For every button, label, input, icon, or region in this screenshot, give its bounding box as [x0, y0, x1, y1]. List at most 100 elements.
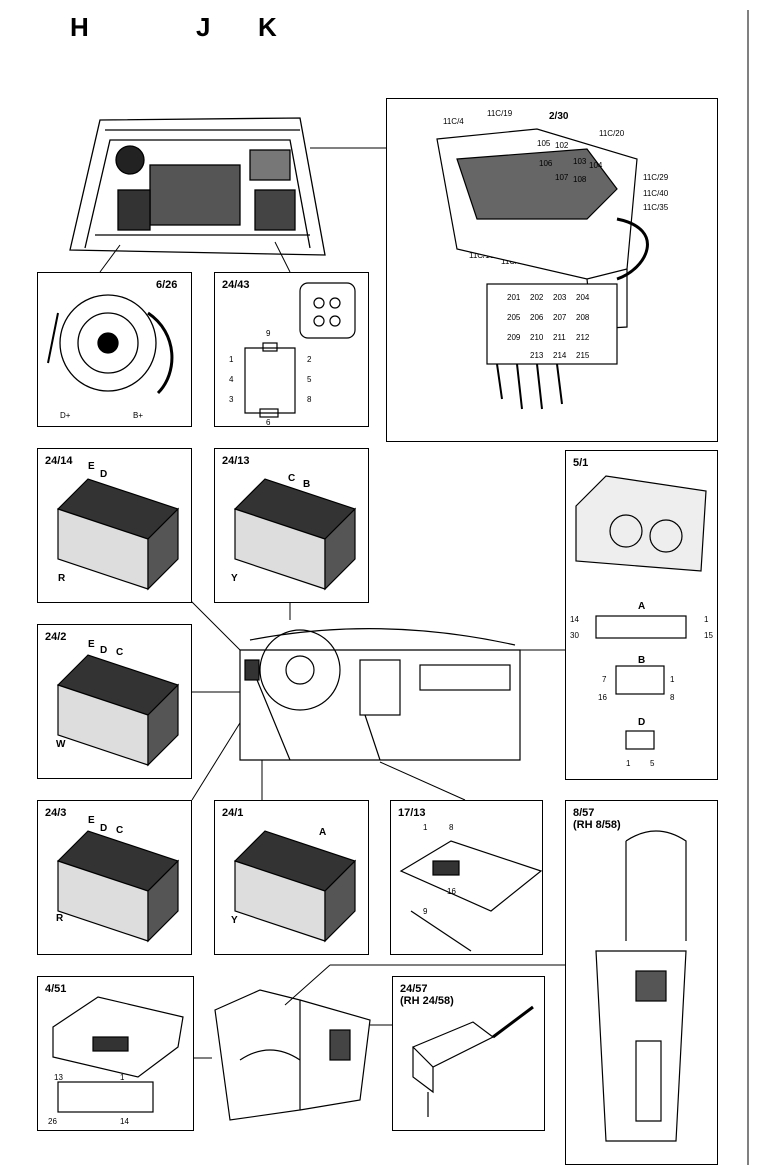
column-label-h: H	[70, 12, 89, 42]
pin-9: 9	[423, 907, 428, 916]
panel-label: 24/57 (RH 24/58)	[400, 983, 454, 1007]
relay-202: 202	[530, 293, 544, 302]
connector-a-label: A	[638, 601, 646, 612]
relay-203: 203	[553, 293, 567, 302]
pin-16: 16	[447, 887, 456, 896]
alternator-illustration	[47, 294, 174, 395]
relay-212: 212	[576, 333, 590, 342]
letter-d: D	[100, 645, 108, 656]
callout-11c19: 11C/19	[487, 109, 513, 118]
relay-210: 210	[530, 333, 544, 342]
relay-106: 106	[539, 159, 553, 168]
pin-b-plus: B+	[133, 411, 144, 420]
panel-label: 24/43	[222, 279, 250, 291]
letter-a: A	[319, 827, 327, 838]
panel-label: 8/57 (RH 8/58)	[573, 807, 621, 831]
panel-label: 5/1	[573, 457, 589, 469]
pin-4: 4	[229, 375, 234, 384]
wire-color: Y	[231, 915, 238, 926]
panel-24-13: 24/13 C B Y	[214, 448, 369, 603]
pin-26: 26	[48, 1117, 57, 1126]
panel-24-14: 24/14 E D R	[37, 448, 192, 603]
relay-211: 211	[553, 333, 566, 342]
panel-24-3: 24/3 E D C R	[37, 800, 192, 955]
diagnostic-socket-illustration	[399, 840, 543, 952]
relay-107: 107	[555, 173, 569, 182]
relay-108: 108	[573, 175, 587, 184]
connector-block-illustration	[233, 478, 357, 591]
connector-block-illustration	[56, 654, 180, 767]
pin-8: 8	[307, 395, 312, 404]
letter-e: E	[88, 461, 95, 472]
panel-24-57: 24/57 (RH 24/58)	[392, 976, 545, 1131]
callout-11c20: 11C/20	[599, 129, 625, 138]
panel-label: 17/13	[398, 807, 426, 819]
letter-c: C	[116, 825, 124, 836]
letter-b: B	[303, 479, 311, 490]
panel-8-57: 8/57 (RH 8/58)	[565, 800, 718, 1165]
pin-d-plus: D+	[60, 411, 71, 420]
callout-11c40: 11C/40	[643, 189, 669, 198]
pin-16: 16	[598, 693, 607, 702]
pin-1: 1	[229, 355, 234, 364]
letter-c: C	[116, 647, 124, 658]
column-label-k: K	[258, 12, 277, 42]
relay-214: 214	[553, 351, 567, 360]
relay-205: 205	[507, 313, 521, 322]
pin-1: 1	[120, 1073, 125, 1082]
pin-8: 8	[449, 823, 454, 832]
panel-5-1: 5/1 A 14 1 30 15 B 7 1 16 8 D 1 5	[565, 450, 718, 780]
relay-209: 209	[507, 333, 521, 342]
instrument-cluster-illustration	[575, 475, 707, 750]
column-label-j: J	[196, 12, 211, 42]
pin-8: 8	[670, 693, 675, 702]
pin-9: 9	[266, 329, 271, 338]
connector-block-illustration	[56, 478, 180, 591]
panel-6-26: 6/26 D+ B+	[37, 272, 192, 427]
letter-d: D	[100, 469, 108, 480]
fusebox-illustration	[436, 128, 649, 410]
panel-17-13: 17/13 1 8 16 9	[390, 800, 543, 955]
fusebox-label: 2/30	[549, 111, 569, 122]
relay-103: 103	[573, 157, 587, 166]
belt-tensioner-illustration	[595, 830, 687, 1142]
pin-1: 1	[626, 759, 631, 768]
connector-24-43-illustration	[244, 282, 356, 418]
callout-11c29: 11C/29	[643, 173, 669, 182]
panel-label: 24/13	[222, 455, 250, 467]
wire-color: R	[58, 573, 66, 584]
pin-7: 7	[602, 675, 607, 684]
pin-1: 1	[423, 823, 428, 832]
letter-c: C	[288, 473, 296, 484]
pin-13: 13	[54, 1073, 63, 1082]
letter-e: E	[88, 815, 95, 826]
relay-102: 102	[555, 141, 569, 150]
relay-213: 213	[530, 351, 544, 360]
callout-11c35: 11C/35	[643, 203, 669, 212]
panel-label: 24/3	[45, 807, 67, 819]
wire-color: W	[56, 739, 66, 750]
pin-30: 30	[570, 631, 579, 640]
relay-105: 105	[537, 139, 551, 148]
callout-11c4: 11C/4	[443, 117, 464, 126]
wire-color: Y	[231, 573, 238, 584]
panel-4-51: 4/51 13 1 26 14	[37, 976, 194, 1131]
connector-24-57-illustration	[411, 1005, 534, 1117]
pin-2: 2	[307, 355, 312, 364]
relay-208: 208	[576, 313, 590, 322]
letter-e: E	[88, 639, 95, 650]
pin-14: 14	[120, 1117, 129, 1126]
pin-3: 3	[229, 395, 234, 404]
wire-color: R	[56, 913, 64, 924]
connector-block-illustration	[56, 830, 180, 943]
control-module-illustration	[52, 996, 184, 1113]
pin-6: 6	[266, 418, 271, 427]
pin-5: 5	[307, 375, 312, 384]
pin-1: 1	[704, 615, 709, 624]
connector-block-illustration	[233, 830, 357, 943]
panel-label: 4/51	[45, 983, 67, 995]
panel-24-43: 24/43 9 1 2 4 5 3 6 8	[214, 272, 369, 427]
